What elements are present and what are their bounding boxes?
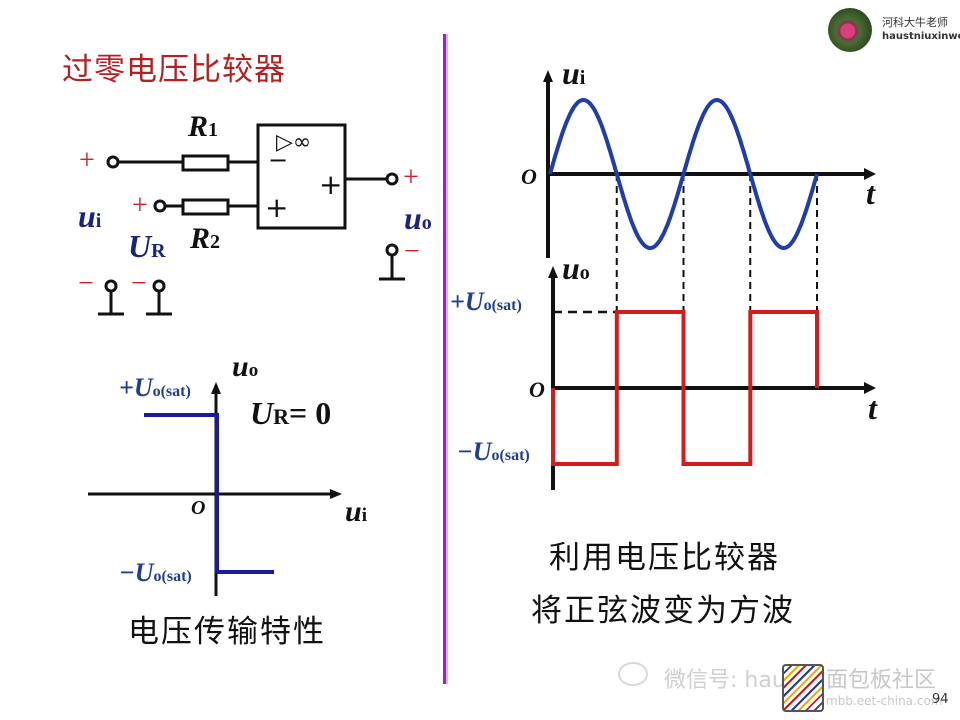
wechat-icon xyxy=(618,662,648,686)
ui-minus-sign: − xyxy=(78,268,94,299)
output-x-label: t xyxy=(868,390,877,426)
resistor-r2 xyxy=(181,198,230,216)
input-origin: O xyxy=(521,164,537,189)
page-number: 94 xyxy=(932,692,949,707)
account-id: haustniuxinwen xyxy=(882,31,960,42)
opamp-box xyxy=(256,123,347,230)
output-origin: O xyxy=(529,377,545,402)
r1-label: R1 xyxy=(188,110,219,143)
mbb-logo-icon xyxy=(782,664,824,712)
transfer-x-arrow xyxy=(330,489,342,499)
resistor-r1 xyxy=(181,154,230,172)
transfer-pos-sat: +Uo(sat) xyxy=(119,373,191,402)
input-y-arrow xyxy=(543,70,553,82)
output-pos-sat: +Uo(sat) xyxy=(450,287,522,316)
ur-label: UR xyxy=(128,228,166,264)
ui-label: ui xyxy=(78,198,102,234)
transfer-neg-sat: −Uo(sat) xyxy=(119,558,192,587)
divider xyxy=(443,34,446,684)
output-y-arrow xyxy=(548,266,558,278)
input-y-label: ui xyxy=(562,55,586,91)
ur-plus-sign: + xyxy=(132,190,148,221)
account-name: 河科大牛老师 xyxy=(882,16,948,29)
input-x-label: t xyxy=(866,175,875,211)
transfer-characteristic xyxy=(88,382,342,596)
transfer-origin: O xyxy=(191,497,206,519)
footer-url: mbb.eet-china.com xyxy=(826,694,943,708)
opamp-symbol: ▷∞ xyxy=(276,130,312,155)
terminal-ui-plus xyxy=(106,155,120,169)
waveform-caption-line2: 将正弦波变为方波 xyxy=(531,593,795,629)
output-square-wave xyxy=(551,310,819,466)
ur-equals-zero: UR= 0 xyxy=(250,395,332,431)
uo-label: uo xyxy=(404,200,432,236)
opamp-noninverting: + xyxy=(265,191,289,224)
terminal-uo-minus xyxy=(385,243,399,257)
uo-minus-sign: − xyxy=(404,236,420,267)
opamp-inverting: − xyxy=(268,146,289,174)
input-x-arrow xyxy=(864,168,876,180)
footer-wechat-id: 微信号: hau xyxy=(664,668,786,693)
terminal-ur-plus xyxy=(153,199,167,213)
opamp-output-sign: + xyxy=(319,168,343,201)
transfer-curve xyxy=(144,413,274,574)
output-x-arrow xyxy=(864,382,876,394)
output-y-label: uo xyxy=(562,250,590,286)
terminal-uo-plus xyxy=(385,172,399,186)
waveform-caption-line1: 利用电压比较器 xyxy=(549,540,780,576)
uo-plus-sign: + xyxy=(403,162,419,193)
ur-minus-sign: − xyxy=(131,268,147,299)
slide-title: 过零电压比较器 xyxy=(62,52,286,88)
transfer-y-label: uo xyxy=(232,350,259,383)
waveform-diagram xyxy=(543,70,876,490)
circuit-diagram xyxy=(98,123,405,316)
transfer-caption: 电压传输特性 xyxy=(128,614,326,650)
account-avatar xyxy=(828,8,872,52)
transfer-y-arrow xyxy=(211,382,221,394)
ui-plus-sign: + xyxy=(79,145,95,176)
r2-label: R2 xyxy=(190,222,221,255)
output-neg-sat: −Uo(sat) xyxy=(457,437,530,466)
terminal-ur-minus xyxy=(152,279,166,293)
footer-brand: 面包板社区 xyxy=(826,668,937,693)
terminal-ui-minus xyxy=(104,279,118,293)
transfer-x-label: ui xyxy=(345,495,367,528)
input-sine-wave xyxy=(548,97,819,251)
